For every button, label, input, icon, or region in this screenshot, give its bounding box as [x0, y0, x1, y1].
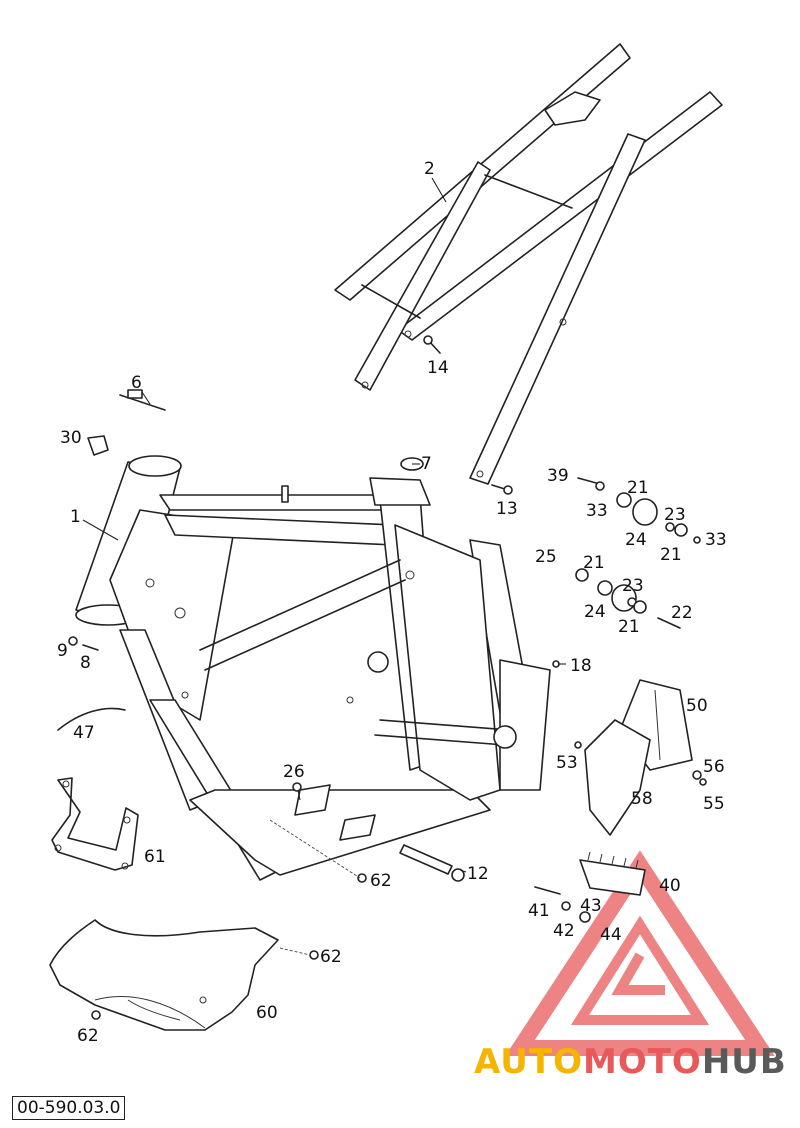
bracket-part	[51, 777, 139, 871]
callout-label: 43	[580, 896, 602, 916]
drawing-code-label: 00-590.03.0	[12, 1096, 126, 1120]
callout-label: 21	[583, 553, 605, 573]
watermark-word: AUTO	[474, 1042, 583, 1082]
callout-label: 22	[671, 603, 693, 623]
callout-label: 62	[320, 947, 342, 967]
subframe-part	[334, 43, 723, 485]
skid-plate-part	[49, 919, 311, 1031]
callout-label: 8	[80, 653, 91, 673]
callout-label: 21	[618, 617, 640, 637]
callout-label: 25	[535, 547, 557, 567]
callout-label: 12	[467, 864, 489, 884]
callout-label: 33	[586, 501, 608, 521]
watermark-logo	[505, 850, 775, 1056]
callout-label: 1	[70, 507, 81, 527]
leader-lines	[82, 177, 566, 879]
watermark-word: HUB	[701, 1042, 787, 1082]
callout-label: 40	[659, 876, 681, 896]
callout-label: 18	[570, 656, 592, 676]
callout-label: 62	[77, 1026, 99, 1046]
main-frame-part	[75, 455, 551, 881]
callout-labels: 1 2 6 7 8 9 12 13 14 18 21 21 21 21 22 2…	[57, 159, 727, 1046]
callout-label: 44	[600, 925, 622, 945]
callout-label: 21	[660, 545, 682, 565]
callout-label: 14	[427, 358, 449, 378]
callout-label: 24	[584, 602, 606, 622]
callout-label: 2	[424, 159, 435, 179]
callout-label: 7	[421, 454, 432, 474]
callout-label: 30	[60, 428, 82, 448]
callout-label: 42	[553, 921, 575, 941]
callout-label: 13	[496, 499, 518, 519]
callout-label: 9	[57, 641, 68, 661]
callout-label: 41	[528, 901, 550, 921]
callout-label: 60	[256, 1003, 278, 1023]
callout-label: 6	[131, 373, 142, 393]
callout-label: 33	[705, 530, 727, 550]
callout-label: 24	[625, 530, 647, 550]
callout-label: 61	[144, 847, 166, 867]
callout-label: 53	[556, 753, 578, 773]
footrest-part	[534, 851, 646, 923]
callout-label: 56	[703, 757, 725, 777]
callout-label: 39	[547, 466, 569, 486]
callout-label: 58	[631, 789, 653, 809]
callout-label: 23	[622, 576, 644, 596]
callout-label: 26	[283, 762, 305, 782]
callout-label: 47	[73, 723, 95, 743]
watermark-word: MOTO	[582, 1042, 702, 1082]
chain-guide-part	[584, 679, 693, 836]
callout-label: 62	[370, 871, 392, 891]
watermark-wordmark: AUTOMOTOHUB	[474, 1042, 787, 1082]
callout-label: 50	[686, 696, 708, 716]
callout-label: 23	[664, 505, 686, 525]
callout-label: 21	[627, 478, 649, 498]
callout-label: 55	[703, 794, 725, 814]
